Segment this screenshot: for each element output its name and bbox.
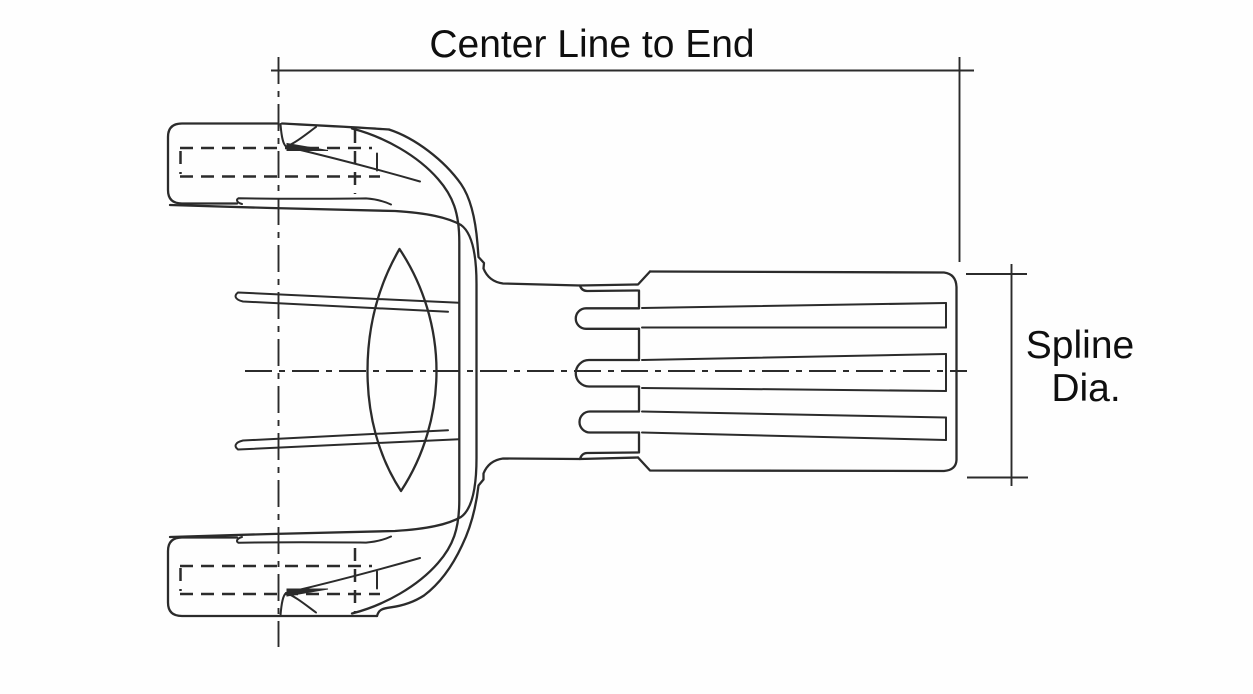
lower-bore-hidden-lines bbox=[179, 548, 380, 612]
upper-outer-sweep-and-neck-top bbox=[387, 128, 582, 287]
lower-ear-outline bbox=[166, 536, 379, 618]
upper-ear-lip bbox=[236, 197, 392, 206]
lower-outer-sweep-and-neck-bottom bbox=[375, 457, 582, 618]
drawing-linework bbox=[166, 57, 1028, 647]
upper-bore-hidden-lines bbox=[179, 130, 380, 194]
spline-runout-5 bbox=[578, 451, 640, 461]
spline-dia-dimension-line bbox=[966, 264, 1028, 486]
spline-block-outline bbox=[636, 270, 958, 473]
lower-ear-lip bbox=[236, 535, 392, 544]
spline-shaft bbox=[574, 270, 958, 473]
lower-yoke-ear bbox=[166, 429, 582, 618]
spline-runout-2 bbox=[574, 307, 641, 330]
center-line-to-end-label: Center Line to End bbox=[429, 23, 754, 66]
spline-runout-4 bbox=[578, 410, 641, 434]
spline-tooth-lines bbox=[641, 302, 947, 441]
spline-runout-1 bbox=[578, 270, 652, 293]
upper-ear-outline bbox=[166, 122, 280, 205]
inner-sweep-and-hub-inner-face bbox=[350, 127, 461, 615]
dimension-labels: Center Line to End Spline Dia. bbox=[429, 23, 1134, 410]
upper-ear-top-edge bbox=[280, 122, 391, 131]
spline-runout-3 bbox=[574, 358, 641, 388]
center-lines bbox=[245, 57, 967, 647]
lower-ledge-lines bbox=[234, 429, 460, 451]
dimension-center-line-to-end bbox=[271, 57, 974, 262]
upper-yoke-ear bbox=[166, 122, 582, 539]
upper-ear-bottom-edge-and-hub-face bbox=[168, 203, 478, 539]
upper-ledge-lines bbox=[234, 291, 460, 313]
spline-dia-label-line1: Spline bbox=[1026, 324, 1134, 367]
dimension-spline-dia bbox=[966, 264, 1028, 486]
spline-dia-label-line2: Dia. bbox=[1051, 367, 1120, 410]
yoke-hub-body bbox=[350, 127, 461, 615]
center-bore-lens bbox=[366, 247, 438, 493]
